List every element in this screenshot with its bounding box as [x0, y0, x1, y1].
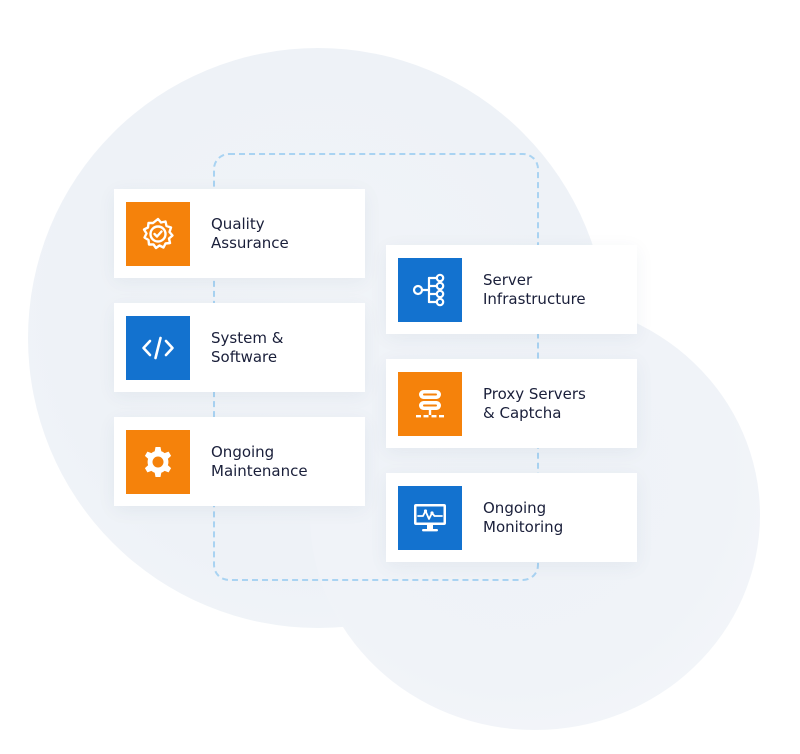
gear-check-icon	[126, 201, 190, 266]
card-label: Proxy Servers & Captcha	[483, 384, 586, 422]
card-label: Server Infrastructure	[483, 270, 586, 308]
card-label: Quality Assurance	[211, 214, 289, 252]
card-ongoing-monitoring: Ongoing Monitoring	[386, 473, 637, 562]
card-server-infrastructure: Server Infrastructure	[386, 245, 637, 334]
card-label: Ongoing Maintenance	[211, 442, 308, 480]
card-label: Ongoing Monitoring	[483, 498, 564, 536]
network-tree-icon	[398, 257, 462, 322]
code-icon	[126, 315, 190, 380]
card-label: System & Software	[211, 328, 284, 366]
card-proxy-servers-captcha: Proxy Servers & Captcha	[386, 359, 637, 448]
monitor-icon	[398, 485, 462, 550]
card-ongoing-maintenance: Ongoing Maintenance	[114, 417, 365, 506]
card-system-software: System & Software	[114, 303, 365, 392]
server-icon	[398, 371, 462, 436]
card-quality-assurance: Quality Assurance	[114, 189, 365, 278]
gear-icon	[126, 429, 190, 494]
